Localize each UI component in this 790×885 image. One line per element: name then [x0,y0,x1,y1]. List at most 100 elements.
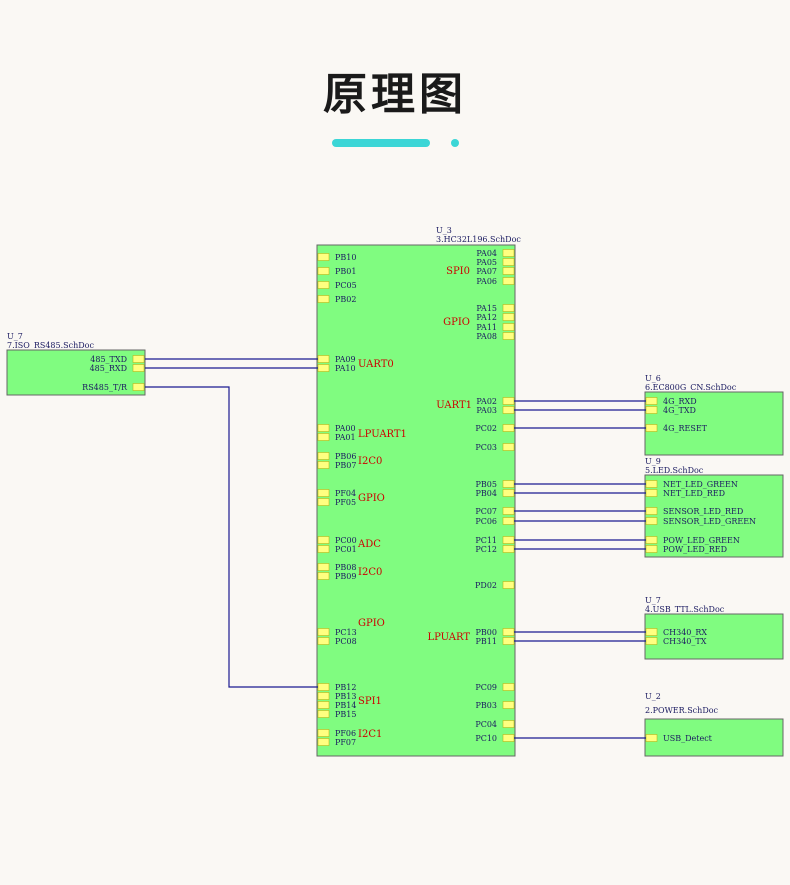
pin-label-pf06: PF06 [335,729,356,738]
pin-label-pc04: PC04 [475,720,497,729]
pin-marker-pf06 [317,729,330,737]
sheet-pin-label-4g-rxd: 4G_RXD [663,397,697,406]
pin-label-pb05: PB05 [476,480,497,489]
group-label-left-adc: ADC [357,539,381,550]
pin-label-pc13: PC13 [335,628,357,637]
title-accent-bar [332,139,430,147]
sheet-pin-marker-pow-led-red [645,545,658,553]
pin-marker-pa08 [502,332,515,340]
pin-label-pb03: PB03 [476,701,497,710]
pin-marker-pb00 [502,628,515,636]
pin-label-pb11: PB11 [476,637,497,646]
sheet-pin-label-485-txd: 485_TXD [90,355,127,364]
pin-label-pc01: PC01 [335,545,357,554]
sheet-block-7-iso-rs485-schdoc [6,349,146,396]
group-label-left-i2c0: I2C0 [358,456,382,467]
pin-marker-pb11 [502,637,515,645]
pin-label-pf04: PF04 [335,489,356,498]
sheet-designator-6-ec800g-cn-schdoc: U_6 [645,374,661,383]
sheet-pin-label-net-led-red: NET_LED_RED [663,489,725,498]
pin-label-pb15: PB15 [335,710,356,719]
sheet-pin-label-sensor-led-green: SENSOR_LED_GREEN [663,517,756,526]
pin-label-pb14: PB14 [335,701,356,710]
sheet-file-5-led-schdoc: 5.LED.SchDoc [645,466,704,475]
pin-label-pc12: PC12 [475,545,497,554]
pin-marker-pb05 [502,480,515,488]
sheet-pin-marker-net-led-red [645,489,658,497]
sheet-pin-label-ch340-tx: CH340_TX [663,637,707,646]
sheet-pin-marker-sensor-led-green [645,517,658,525]
pin-marker-pa04 [502,249,515,257]
pin-marker-pf05 [317,498,330,506]
pin-marker-pb03 [502,701,515,709]
pin-marker-pc01 [317,545,330,553]
group-label-right-uart1: UART1 [436,400,472,411]
pin-marker-pb10 [317,253,330,261]
pin-marker-pa03 [502,406,515,414]
sheet-block-6-ec800g-cn-schdoc [644,391,784,456]
pin-marker-pb13 [317,692,330,700]
pin-label-pa02: PA02 [476,397,497,406]
pin-marker-pb15 [317,710,330,718]
sheet-designator-5-led-schdoc: U_9 [645,457,661,466]
pin-marker-pf04 [317,489,330,497]
pin-label-pa09: PA09 [335,355,356,364]
pin-marker-pa15 [502,304,515,312]
sheet-designator-2-power-schdoc: U_2 [645,692,661,701]
sheet-pin-marker-4g-rxd [645,397,658,405]
group-label-left-spi1: SPI1 [358,696,382,707]
pin-label-pa15: PA15 [476,304,497,313]
sheet-pin-marker-sensor-led-red [645,507,658,515]
sheet-pin-marker-4g-reset [645,424,658,432]
pin-label-pa04: PA04 [476,249,497,258]
pin-label-pc07: PC07 [475,507,497,516]
pin-marker-pa05 [502,258,515,266]
sheet-pin-label-485-rxd: 485_RXD [90,364,127,373]
pin-label-pc00: PC00 [335,536,357,545]
pin-marker-pf07 [317,738,330,746]
pin-label-pb09: PB09 [335,572,356,581]
sheet-pin-marker-485-rxd [132,364,145,372]
pin-label-pb13: PB13 [335,692,356,701]
pin-marker-pb14 [317,701,330,709]
pin-marker-pc12 [502,545,515,553]
pin-marker-pa02 [502,397,515,405]
sheet-pin-label-pow-led-red: POW_LED_RED [663,545,727,554]
pin-label-pa11: PA11 [476,323,497,332]
sheet-pin-marker-ch340-tx [645,637,658,645]
group-label-left-gpio: GPIO [358,493,385,504]
sheet-pin-label-net-led-green: NET_LED_GREEN [663,480,738,489]
pin-label-pc03: PC03 [475,443,497,452]
sheet-pin-marker-4g-txd [645,406,658,414]
pin-marker-pb07 [317,461,330,469]
group-label-left-gpio: GPIO [358,618,385,629]
group-label-right-lpuart: LPUART [427,632,470,643]
pin-label-pc06: PC06 [475,517,497,526]
sheet-pin-label-4g-reset: 4G_RESET [663,424,708,433]
pin-label-pa07: PA07 [476,267,497,276]
pin-marker-pa12 [502,313,515,321]
pin-marker-pc03 [502,443,515,451]
pin-marker-pd02 [502,581,515,589]
sheet-pin-marker-rs485-t-r [132,383,145,391]
pin-label-pa01: PA01 [335,433,356,442]
pin-label-pa00: PA00 [335,424,356,433]
pin-marker-pc06 [502,517,515,525]
main-file: 3.HC32L196.SchDoc [436,235,521,244]
sheet-pin-marker-net-led-green [645,480,658,488]
pin-label-pc09: PC09 [475,683,497,692]
pin-label-pc02: PC02 [475,424,497,433]
pin-marker-pc00 [317,536,330,544]
group-label-left-lpuart1: LPUART1 [358,429,407,440]
sheet-pin-marker-usb-detect [645,734,658,742]
pin-marker-pc09 [502,683,515,691]
mcu-sheet-block [316,244,516,757]
pin-marker-pa06 [502,277,515,285]
pin-marker-pb08 [317,563,330,571]
pin-marker-pc08 [317,637,330,645]
pin-label-pb01: PB01 [335,267,356,276]
pin-marker-pb12 [317,683,330,691]
sheet-pin-label-ch340-rx: CH340_RX [663,628,707,637]
sheet-pin-label-pow-led-green: POW_LED_GREEN [663,536,740,545]
